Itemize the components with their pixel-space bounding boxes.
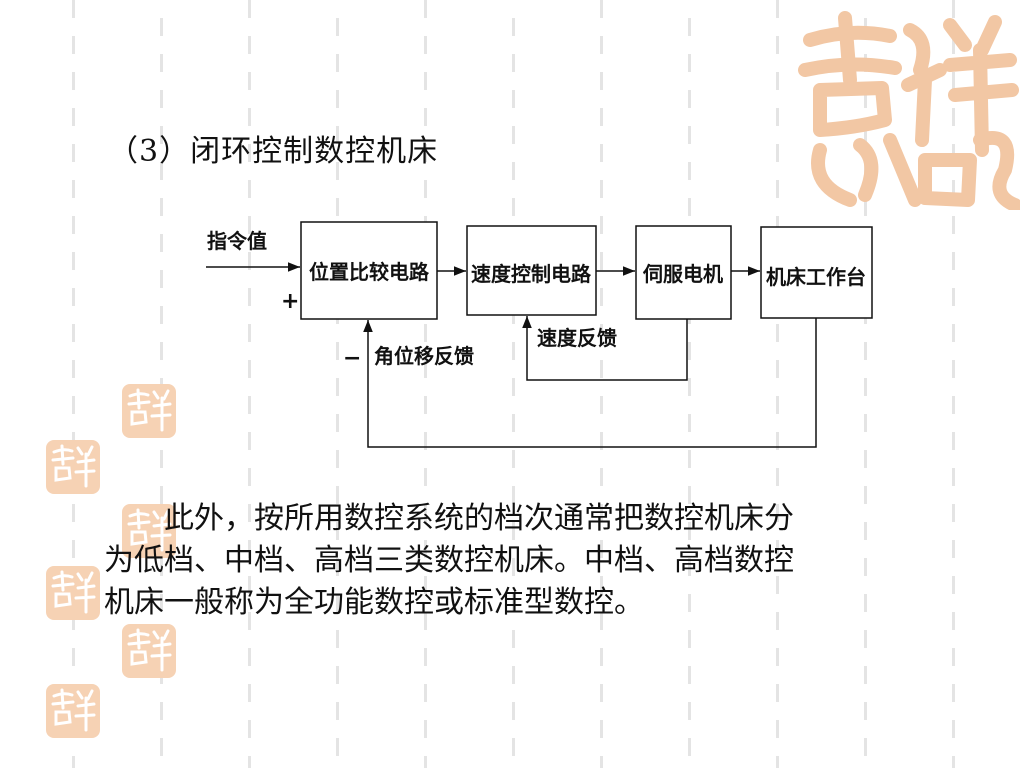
grid-line	[424, 0, 427, 768]
grid-line	[512, 0, 515, 768]
speed-feedback-label: 速度反馈	[537, 326, 617, 350]
grid-line	[248, 0, 251, 768]
grid-line	[72, 0, 75, 768]
paragraph-line: 此外，按所用数控系统的档次通常把数控机床分	[104, 501, 794, 536]
position-compare-label: 位置比较电路	[309, 260, 430, 284]
position-compare-block	[300, 221, 438, 320]
plus-sign: +	[281, 289, 299, 314]
machine-table-label: 机床工作台	[766, 265, 866, 289]
auspicious-seal-icon	[122, 504, 176, 558]
auspicious-seal-icon	[46, 684, 100, 738]
grid-line	[600, 0, 603, 768]
speed-feedback-loop	[522, 316, 688, 381]
slide-title: （3）闭环控制数控机床	[108, 134, 439, 169]
input-label: 指令值	[207, 229, 267, 253]
minus-sign: −	[343, 346, 361, 371]
auspicious-seal-icon	[122, 624, 176, 678]
grid-line	[776, 0, 779, 768]
machine-table-block	[760, 226, 873, 319]
angle-feedback-label: 角位移反馈	[374, 344, 474, 368]
grid-line	[688, 0, 691, 768]
speed-control-label: 速度控制电路	[471, 262, 592, 286]
paragraph-line: 机床一般称为全功能数控或标准型数控。	[104, 585, 644, 620]
body-paragraph: 此外，按所用数控系统的档次通常把数控机床分 为低档、中档、高档三类数控机床。中档…	[104, 498, 904, 624]
auspicious-calligraphy-logo-icon	[798, 11, 1020, 210]
grid-line	[336, 0, 339, 768]
servo-motor-block	[635, 225, 732, 320]
paragraph-line: 为低档、中档、高档三类数控机床。中档、高档数控	[104, 543, 794, 578]
auspicious-seal-icon	[46, 440, 100, 494]
auspicious-seal-icon	[46, 566, 100, 620]
grid-line	[952, 0, 955, 768]
servo-motor-label: 伺服电机	[642, 262, 723, 286]
grid-line	[864, 0, 867, 768]
angle-feedback-loop	[363, 318, 817, 448]
auspicious-seal-icon	[122, 384, 176, 438]
